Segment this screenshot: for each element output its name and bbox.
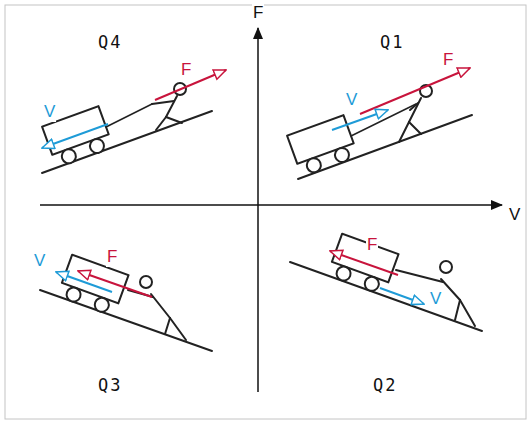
velocity-arrow [56, 272, 112, 292]
force-label: F [366, 236, 378, 255]
velocity-arrow [42, 124, 108, 148]
axis-label: F [252, 4, 264, 23]
f-axis [257, 28, 259, 392]
quadrant-label: Q2 [372, 376, 398, 395]
cart [327, 234, 398, 296]
velocity-label: V [43, 103, 56, 122]
stick-figure [396, 261, 475, 326]
slope [40, 290, 212, 351]
velocity-label: V [345, 91, 358, 110]
velocity-label: V [429, 290, 442, 309]
quadrant-label: Q4 [97, 33, 123, 52]
velocity-arrow [380, 288, 424, 304]
velocity-arrow [332, 110, 388, 130]
force-arrow [360, 68, 470, 114]
rope [106, 104, 152, 127]
force-label: F [442, 51, 454, 70]
v-axis [40, 204, 502, 206]
stick-figure [128, 276, 186, 340]
stick-figure [399, 85, 432, 142]
axis-label: V [508, 206, 521, 225]
force-label: F [180, 61, 192, 80]
frame [5, 5, 526, 419]
velocity-label: V [33, 252, 46, 271]
quadrant-label: Q3 [97, 376, 123, 395]
force-label: F [106, 248, 118, 267]
quadrant-label: Q1 [379, 33, 405, 52]
force-arrow [330, 251, 398, 275]
